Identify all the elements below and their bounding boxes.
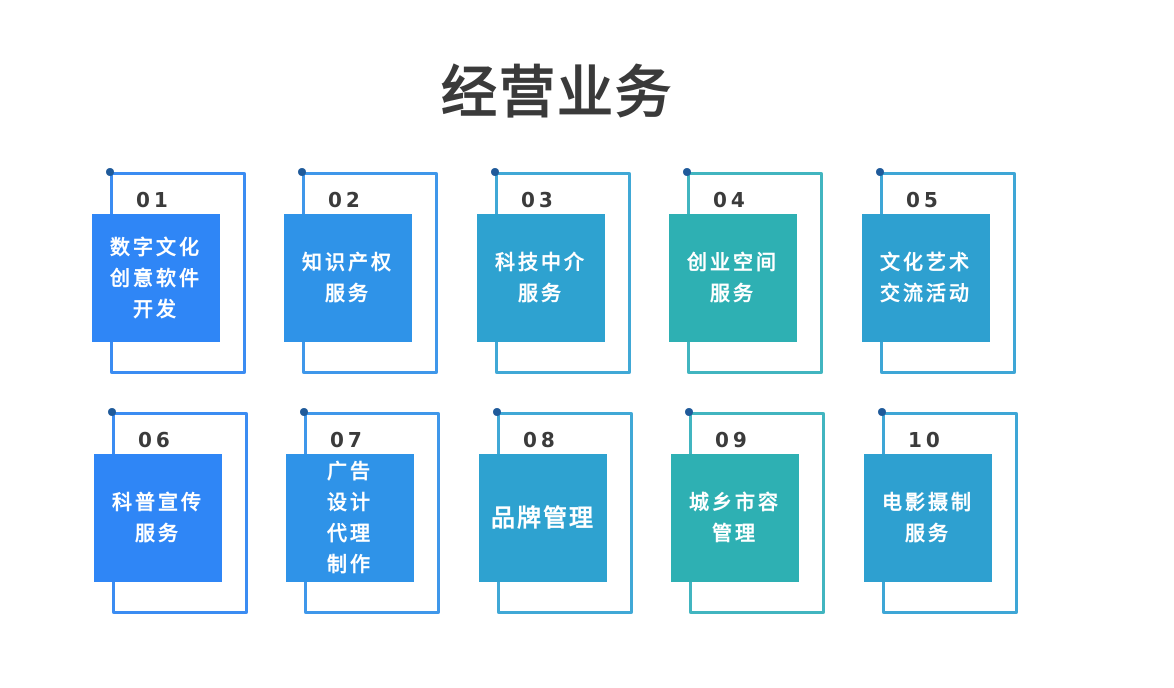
card-number: 07 bbox=[330, 428, 366, 452]
card-dot bbox=[106, 168, 114, 176]
card-number: 04 bbox=[713, 188, 749, 212]
card-number: 06 bbox=[138, 428, 174, 452]
card-box: 品牌管理 bbox=[479, 454, 607, 582]
card-label: 数字文化 创意软件 开发 bbox=[110, 234, 202, 321]
card-label: 科普宣传 服务 bbox=[112, 490, 204, 545]
card-label: 创业空间 服务 bbox=[687, 250, 779, 305]
card-number: 10 bbox=[908, 428, 944, 452]
card-box: 科普宣传 服务 bbox=[94, 454, 222, 582]
card-label: 广告 设计 代理 制作 bbox=[327, 459, 373, 576]
card-box: 电影摄制 服务 bbox=[864, 454, 992, 582]
card-box: 知识产权 服务 bbox=[284, 214, 412, 342]
card-dot bbox=[491, 168, 499, 176]
card-label: 科技中介 服务 bbox=[495, 250, 587, 305]
business-card: 02 知识产权 服务 bbox=[284, 168, 444, 382]
card-number: 01 bbox=[136, 188, 172, 212]
card-dot bbox=[108, 408, 116, 416]
card-dot bbox=[685, 408, 693, 416]
card-number: 09 bbox=[715, 428, 751, 452]
card-box: 创业空间 服务 bbox=[669, 214, 797, 342]
business-card: 09 城乡市容 管理 bbox=[671, 408, 831, 622]
business-card: 05 文化艺术 交流活动 bbox=[862, 168, 1022, 382]
card-box: 文化艺术 交流活动 bbox=[862, 214, 990, 342]
business-card: 04 创业空间 服务 bbox=[669, 168, 829, 382]
business-card: 01 数字文化 创意软件 开发 bbox=[92, 168, 252, 382]
business-card: 10 电影摄制 服务 bbox=[864, 408, 1024, 622]
card-label: 知识产权 服务 bbox=[302, 250, 394, 305]
business-card: 07 广告 设计 代理 制作 bbox=[286, 408, 446, 622]
card-number: 02 bbox=[328, 188, 364, 212]
card-box: 广告 设计 代理 制作 bbox=[286, 454, 414, 582]
card-dot bbox=[876, 168, 884, 176]
card-dot bbox=[493, 408, 501, 416]
card-number: 05 bbox=[906, 188, 942, 212]
business-card: 03 科技中介 服务 bbox=[477, 168, 637, 382]
card-dot bbox=[878, 408, 886, 416]
card-dot bbox=[298, 168, 306, 176]
card-box: 科技中介 服务 bbox=[477, 214, 605, 342]
card-label: 城乡市容 管理 bbox=[689, 490, 781, 545]
card-dot bbox=[683, 168, 691, 176]
card-number: 03 bbox=[521, 188, 557, 212]
business-card: 08 品牌管理 bbox=[479, 408, 639, 622]
page-title: 经营业务 bbox=[441, 61, 673, 126]
business-card: 06 科普宣传 服务 bbox=[94, 408, 254, 622]
card-box: 城乡市容 管理 bbox=[671, 454, 799, 582]
card-label: 电影摄制 服务 bbox=[882, 490, 974, 545]
card-box: 数字文化 创意软件 开发 bbox=[92, 214, 220, 342]
card-dot bbox=[300, 408, 308, 416]
card-number: 08 bbox=[523, 428, 559, 452]
card-label: 品牌管理 bbox=[491, 503, 595, 532]
card-label: 文化艺术 交流活动 bbox=[880, 250, 972, 305]
